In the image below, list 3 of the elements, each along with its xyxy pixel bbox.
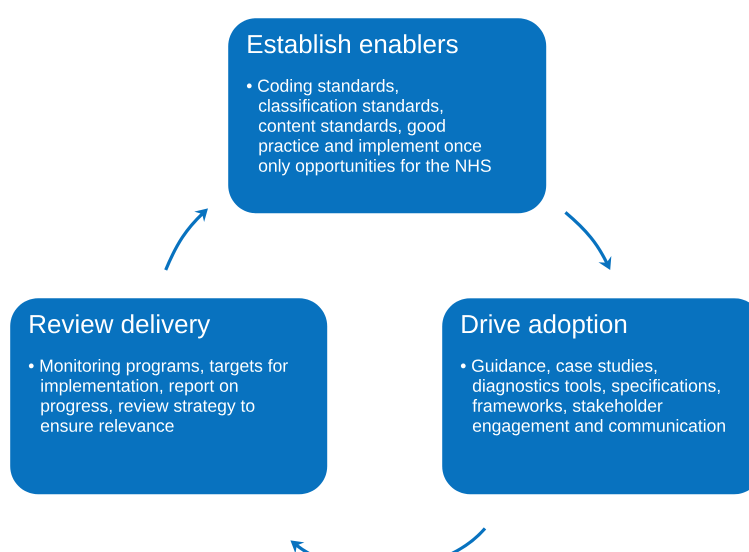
process-box: Establish enablers • Coding standards, classification standards, content standards, good practice and implement once only opportunities for the NHS — [228, 18, 546, 214]
process-box: Drive adoption • Guidance, case studies, diagnostics tools, specifications, frameworks, stakeholder engagement and communication — [442, 298, 749, 494]
process-box: Review delivery • Monitoring programs, targets for implementation, report on progress, review strategy to ensure relevance — [10, 298, 328, 494]
